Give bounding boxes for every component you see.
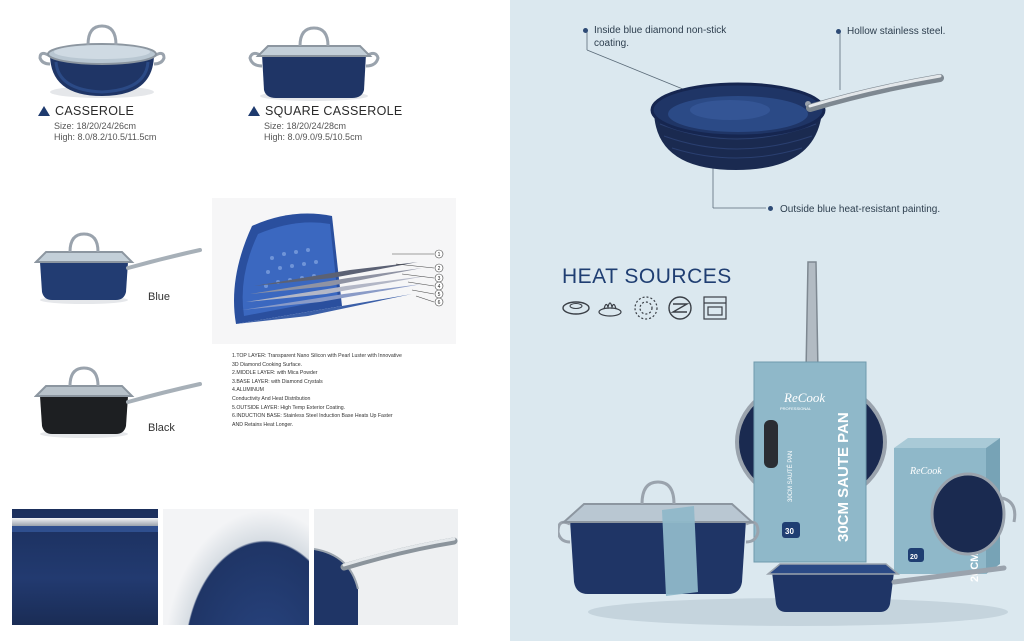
product-name: SQUARE CASSEROLE — [265, 104, 403, 118]
height-spec: High: 8.0/9.0/9.5/10.5cm — [264, 132, 363, 142]
callout-lines — [586, 31, 841, 209]
callout-dot — [583, 28, 588, 33]
layer-number: 3 — [438, 276, 441, 282]
layer-line: 1.TOP LAYER: Transparent Nano Silicon wi… — [232, 353, 402, 359]
size-spec: Size: 18/20/24/28cm — [264, 121, 347, 131]
frying-pan-image — [650, 74, 944, 170]
callout-dot — [836, 29, 841, 34]
layer-number: 2 — [438, 266, 441, 272]
callout-dot — [768, 206, 773, 211]
gas-burner-icon — [598, 302, 622, 317]
triangle-bullet-icon — [248, 106, 260, 116]
pan-handle-closeup — [314, 537, 458, 625]
size-spec: Size: 18/20/24/26cm — [54, 121, 137, 131]
saute-pan-box-title: 30CM SAUTE PAN — [835, 412, 852, 542]
layer-line: 6.INDUCTION BASE: Stainless Steel Induct… — [232, 413, 393, 420]
callout-inside-coating: Inside blue diamond non-stick coating. — [594, 24, 726, 50]
layer-line: 2.MIDDLE LAYER: with Mica Powder — [232, 370, 318, 377]
closeup-photo-rim — [12, 509, 158, 625]
right-page: Inside blue diamond non-stick coating. H… — [510, 0, 1024, 641]
heat-sources-title: HEAT SOURCES — [562, 265, 732, 288]
induction-icon — [668, 296, 692, 320]
saute-pan-size-badge: 30 — [785, 527, 794, 536]
sauce-pot-size-badge: 20 — [910, 554, 918, 561]
square-casserole-specs: Size: 18/20/24/28cm High: 8.0/9.0/9.5/10… — [264, 121, 362, 143]
layer-line: 3.BASE LAYER: with Diamond Crystals — [232, 378, 323, 385]
color-label-blue: Blue — [148, 291, 171, 303]
triangle-bullet-icon — [38, 106, 50, 116]
layer-line: 3D Diamond Cooking Surface. — [232, 361, 303, 368]
callout-line: Inside blue diamond non-stick — [594, 25, 727, 36]
saute-pan-box-side: 30CM SAUTÉ PAN — [787, 451, 794, 502]
box-brand: ReCook — [783, 390, 825, 405]
color-label-black: Black — [148, 422, 175, 434]
layer-line: AND Retains Heat Longer. — [232, 421, 294, 428]
box-brand-sub: PROFESSIONAL — [780, 406, 812, 411]
callout-handle: Hollow stainless steel. — [847, 26, 946, 37]
layer-number: 6 — [438, 300, 441, 306]
casserole-image — [38, 24, 166, 98]
product-set-image: ReCook PROFESSIONAL 30CM SAUTE PAN 30CM … — [558, 261, 1017, 626]
electric-plate-icon — [562, 301, 590, 315]
callout-outside-painting: Outside blue heat-resistant painting. — [780, 204, 941, 215]
black-saucepan-image — [34, 366, 202, 438]
callout-line: coating. — [594, 38, 630, 49]
layer-line: Conductivity And Heat Distribution — [232, 395, 311, 402]
casserole-specs: Size: 18/20/24/26cm High: 8.0/8.2/10.5/1… — [54, 121, 156, 143]
left-page: CASSEROLE Size: 18/20/24/26cm High: 8.0/… — [0, 0, 510, 641]
layer-number: 4 — [438, 284, 441, 290]
layer-number: 5 — [438, 292, 441, 298]
pot-box-brand: ReCook — [909, 466, 942, 477]
oven-icon — [703, 296, 727, 320]
halogen-icon — [634, 296, 658, 320]
layer-line: 5.OUTSIDE LAYER: High Temp Exterior Coat… — [232, 404, 346, 411]
layer-number: 1 — [438, 252, 441, 258]
layer-line: 4.ALUMINUM — [232, 387, 264, 394]
coating-layers-diagram: 1 2 3 4 5 6 — [212, 198, 456, 344]
product-title-casserole: CASSEROLE — [38, 104, 134, 118]
closeup-photo-surface — [163, 509, 309, 625]
square-casserole-image — [248, 26, 380, 101]
product-name: CASSEROLE — [55, 104, 135, 118]
heat-sources-icons — [562, 296, 727, 320]
closeup-photo-handle — [314, 509, 458, 625]
product-title-square-casserole: SQUARE CASSEROLE — [248, 104, 402, 118]
height-spec: High: 8.0/8.2/10.5/11.5cm — [54, 132, 157, 142]
blue-saucepan-image — [34, 232, 202, 304]
layers-description: 1.TOP LAYER: Transparent Nano Silicon wi… — [232, 352, 447, 429]
